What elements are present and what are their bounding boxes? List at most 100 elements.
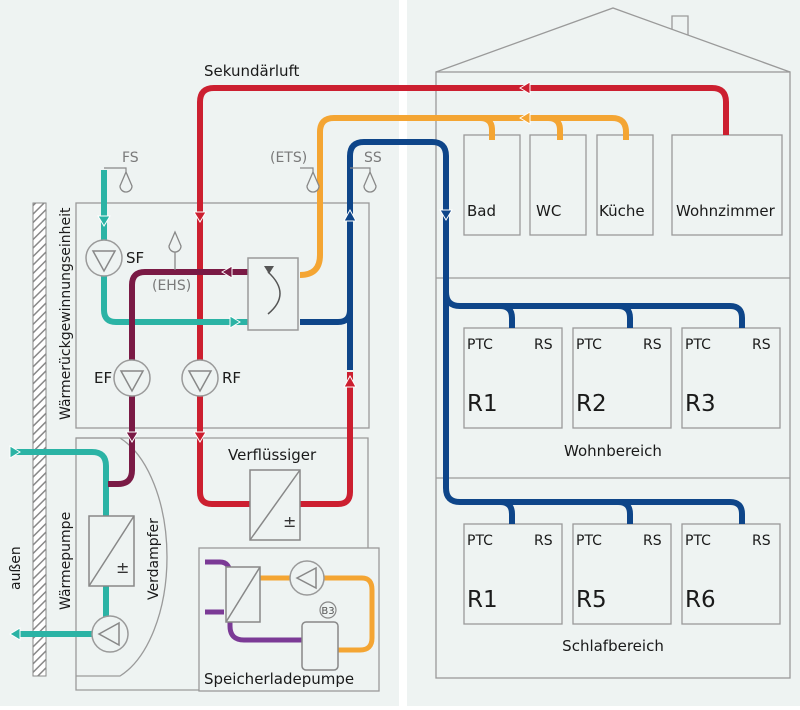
hatched-wall (32, 202, 47, 677)
teal-pipe-fresh-air (101, 170, 248, 325)
fan-sf (85, 239, 123, 277)
room-w2 (572, 327, 672, 429)
verdampfer-plusminus: ± (116, 558, 129, 577)
room-label-bad: Bad (467, 202, 496, 220)
red-pipe-sekundaerluft (197, 85, 729, 507)
arrow-blue-up (343, 208, 357, 222)
arrow-teal-down (97, 215, 111, 227)
sensor-ets-icon (306, 170, 320, 193)
arrow-teal-out (9, 627, 21, 641)
arrow-red-down (193, 211, 207, 223)
top-rooms (463, 134, 783, 236)
schlafbereich-rooms (463, 523, 781, 625)
s3-rs: RS (752, 533, 771, 549)
room-s3 (681, 523, 781, 625)
w3-name: R3 (685, 391, 716, 417)
w3-rs: RS (752, 337, 771, 353)
sensor-lines (104, 167, 371, 172)
label-verfluessiger: Verflüssiger (228, 446, 317, 464)
w2-rs: RS (643, 337, 662, 353)
room-label-kueche: Küche (599, 202, 645, 220)
wohnbereich-rooms (463, 327, 781, 429)
room-wohnzimmer (671, 134, 783, 236)
arrow-maroon-left (221, 265, 233, 279)
room-label-wohnzimmer: Wohnzimmer (676, 202, 776, 220)
orange-branch-wc (547, 115, 563, 140)
heat-exchanger (247, 257, 299, 331)
fan-rf (181, 359, 219, 397)
room-s2 (572, 523, 672, 625)
sensor-fs-icon (119, 170, 133, 193)
pump-waermepumpe (91, 615, 129, 653)
room-kueche (596, 134, 654, 236)
blue-branch-s2 (617, 499, 633, 524)
label-b3: B3 (321, 606, 334, 617)
label-fs: FS (122, 150, 139, 166)
label-ss: SS (364, 150, 382, 166)
room-label-wc: WC (536, 202, 561, 220)
w2-ptc: PTC (576, 337, 602, 353)
house-outline (435, 71, 791, 679)
s1-name: R1 (467, 587, 498, 613)
pump-speicherlade (289, 560, 325, 596)
room-s1 (463, 523, 563, 625)
heat-exchanger-arrow-arc (267, 271, 281, 315)
blue-branch-wohn (443, 291, 745, 328)
w1-rs: RS (534, 337, 553, 353)
label-waermepumpe: Wärmepumpe (58, 512, 74, 610)
label-ets: (ETS) (270, 150, 307, 166)
s2-name: R5 (576, 587, 607, 613)
w2-name: R2 (576, 391, 607, 417)
w1-name: R1 (467, 391, 498, 417)
arrow-blue-down (439, 209, 453, 221)
label-rf: RF (222, 369, 241, 387)
label-ef: EF (94, 369, 112, 387)
arrow-red-1 (519, 81, 531, 95)
orange-branch-bad (479, 115, 495, 140)
s1-rs: RS (534, 533, 553, 549)
s3-ptc: PTC (685, 533, 711, 549)
house-chimney (671, 15, 689, 35)
storage-exchanger (225, 566, 261, 623)
label-verdampfer: Verdampfer (146, 518, 162, 600)
label-aussen: außen (8, 546, 24, 590)
verfluessiger-exchanger (249, 469, 301, 541)
schlafbereich-label: Schlafbereich (562, 637, 664, 655)
orange-storage-loop (324, 575, 375, 653)
house-roof (435, 7, 791, 73)
room-w1 (463, 327, 563, 429)
sensor-ss-icon (363, 170, 377, 193)
s1-ptc: PTC (467, 533, 493, 549)
label-ehs: (EHS) (152, 278, 191, 294)
room-w3 (681, 327, 781, 429)
w3-ptc: PTC (685, 337, 711, 353)
s2-rs: RS (643, 533, 662, 549)
arrow-orange-1 (519, 111, 531, 125)
label-speicherladepumpe: Speicherladepumpe (204, 670, 354, 688)
verdampfer-arc (76, 437, 168, 677)
blue-branch-w1 (499, 303, 515, 328)
arrow-teal-in (9, 445, 21, 459)
label-sekundaerluft: Sekundärluft (204, 62, 300, 80)
flow-arrows (9, 81, 531, 641)
room-bad (463, 134, 521, 236)
blue-branch-w2 (617, 303, 633, 328)
room-wc (529, 134, 587, 236)
s3-name: R6 (685, 587, 716, 613)
verfluessiger-plusminus: ± (283, 512, 296, 531)
storage-tank (301, 621, 339, 671)
orange-pipe-supply (299, 115, 629, 278)
arrow-red-up (343, 374, 357, 388)
arrow-maroon-down (125, 431, 139, 443)
arrow-teal-right (229, 315, 241, 329)
verdampfer-exchanger (88, 515, 135, 587)
arrow-red-down-2 (193, 431, 207, 443)
label-waermerueckgewinnung: Wärmerückgewinnungseinheit (58, 207, 74, 420)
heat-exchanger-triangle (264, 266, 274, 274)
s2-ptc: PTC (576, 533, 602, 549)
blue-branch-s1 (499, 499, 515, 524)
heat-recovery-unit-box (75, 202, 370, 429)
center-divider (399, 0, 407, 706)
label-sf: SF (126, 249, 144, 267)
